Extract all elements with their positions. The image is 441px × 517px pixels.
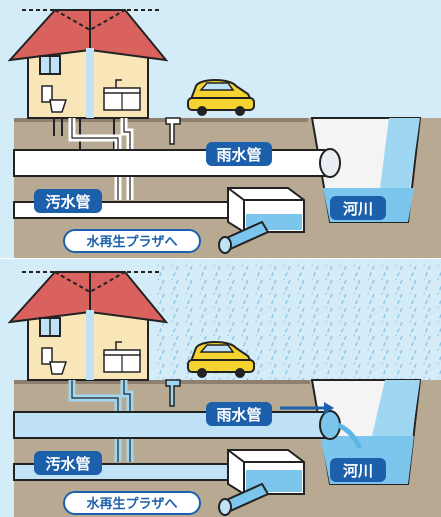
car-icon xyxy=(187,79,255,116)
house-icon xyxy=(7,271,169,381)
panel-dry: 雨水管 汚水管 河川 水再生プラザへ xyxy=(0,0,441,258)
label-to-plaza: 水再生プラザへ xyxy=(86,496,177,512)
kitchen-sink-icon xyxy=(103,341,141,373)
label-rainwater-pipe: 雨水管 xyxy=(216,146,261,164)
label-river: 河川 xyxy=(343,462,373,480)
panel-rain: 雨水管 汚水管 河川 水再生プラザへ xyxy=(0,259,441,517)
car-icon xyxy=(187,341,255,378)
arrow-right-icon xyxy=(280,402,334,414)
kitchen-sink-icon xyxy=(103,79,141,111)
label-rainwater-pipe: 雨水管 xyxy=(216,406,261,424)
house-icon xyxy=(7,9,169,119)
outlet-icon xyxy=(218,236,232,254)
label-sewage-pipe: 汚水管 xyxy=(45,193,90,211)
label-sewage-pipe: 汚水管 xyxy=(45,455,90,473)
manhole-box xyxy=(227,449,305,495)
manhole-box xyxy=(227,187,305,233)
toilet-icon xyxy=(41,85,68,113)
outlet-icon xyxy=(218,498,232,516)
rainwater-pipe xyxy=(13,149,331,177)
toilet-icon xyxy=(41,347,68,375)
label-to-plaza: 水再生プラザへ xyxy=(86,234,177,250)
label-river: 河川 xyxy=(343,200,373,218)
